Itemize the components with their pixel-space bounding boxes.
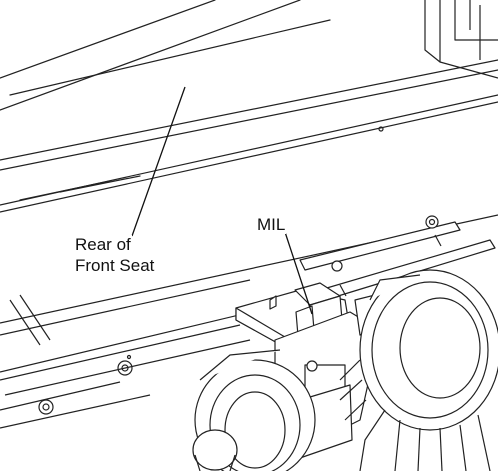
label-front-seat: Front Seat <box>74 256 156 275</box>
seat-frame-corner <box>378 0 498 132</box>
leader-lines <box>131 86 313 315</box>
leader-rear-of-front-seat <box>131 86 186 237</box>
label-mil: MIL <box>256 215 287 234</box>
leader-mil <box>284 231 313 315</box>
seat-back-panel <box>0 0 498 213</box>
label-rear-of: Rear of <box>74 235 132 254</box>
cylindrical-housing <box>192 269 498 471</box>
